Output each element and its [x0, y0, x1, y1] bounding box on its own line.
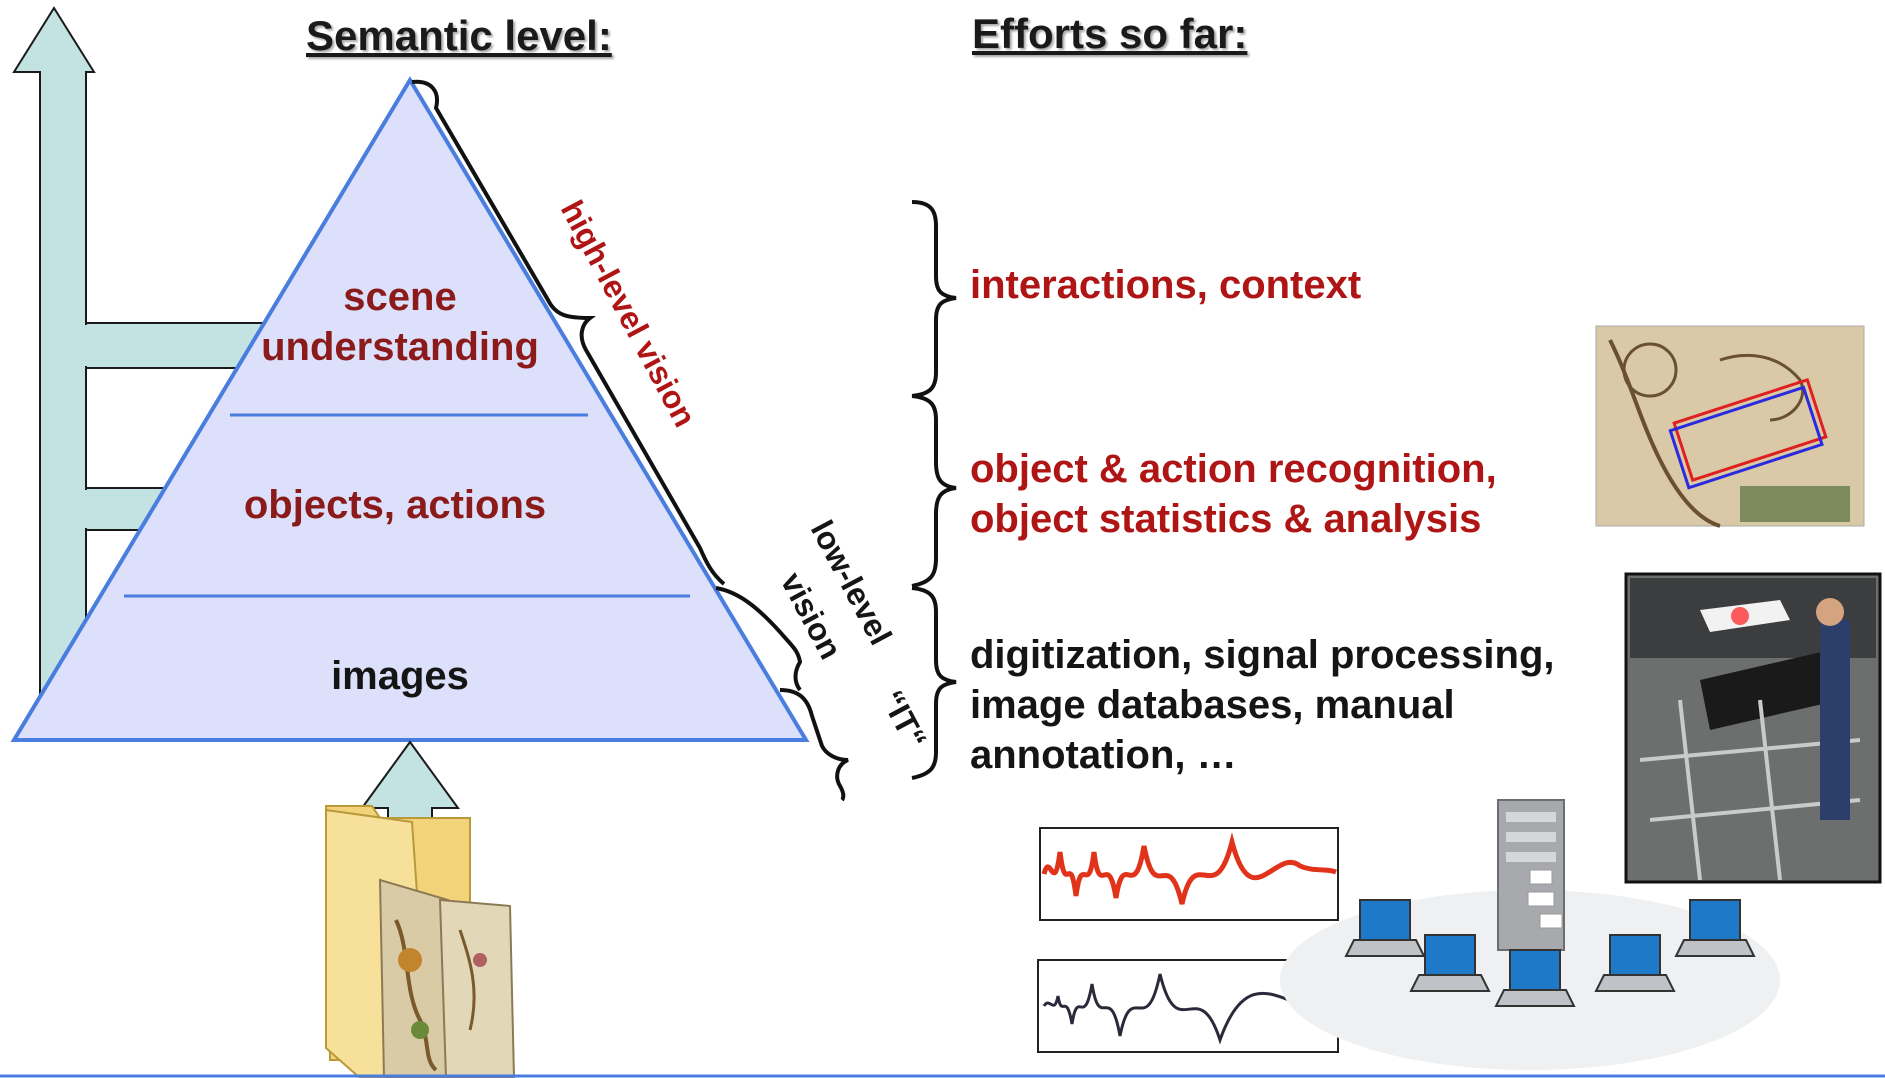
- server-network-icon: [1280, 799, 1780, 1070]
- tier-label-line: scene: [343, 275, 457, 319]
- effort-digitization: digitization, signal processing, image d…: [970, 630, 1555, 780]
- high-level-bracket: [411, 79, 726, 586]
- brace-interactions: [911, 200, 957, 398]
- effort-line: image databases, manual: [970, 683, 1455, 727]
- pyramid-brackets: [411, 79, 849, 802]
- brace-digitization: [911, 586, 957, 780]
- effort-line: object statistics & analysis: [970, 497, 1482, 541]
- manuscript-thumbnail: [378, 878, 516, 1078]
- tier-objects-actions: objects, actions: [243, 483, 547, 527]
- tier-scene-understanding: scene understanding: [200, 272, 600, 372]
- effort-line: object & action recognition,: [970, 447, 1497, 491]
- effort-recognition: object & action recognition, object stat…: [970, 444, 1497, 544]
- semantic-pyramid: [10, 76, 810, 742]
- low-level-bracket: [715, 586, 803, 692]
- manuscript-photo: [1595, 325, 1865, 528]
- tier-images: images: [331, 654, 469, 698]
- waveform-icon: [1037, 827, 1339, 1053]
- it-bracket: [779, 688, 849, 802]
- it-label: “IT“: [874, 684, 934, 754]
- effort-braces: [911, 200, 957, 780]
- scanner-photo: [1624, 572, 1882, 884]
- semantic-level-heading: Semantic level:: [306, 12, 612, 59]
- effort-line: annotation, …: [970, 733, 1237, 777]
- brace-recognition: [911, 394, 957, 588]
- effort-interactions: interactions, context: [970, 263, 1362, 307]
- tier-label-line: understanding: [261, 325, 539, 369]
- folder-icon: [324, 805, 516, 1078]
- efforts-heading: Efforts so far:: [972, 10, 1248, 57]
- effort-line: digitization, signal processing,: [970, 633, 1555, 677]
